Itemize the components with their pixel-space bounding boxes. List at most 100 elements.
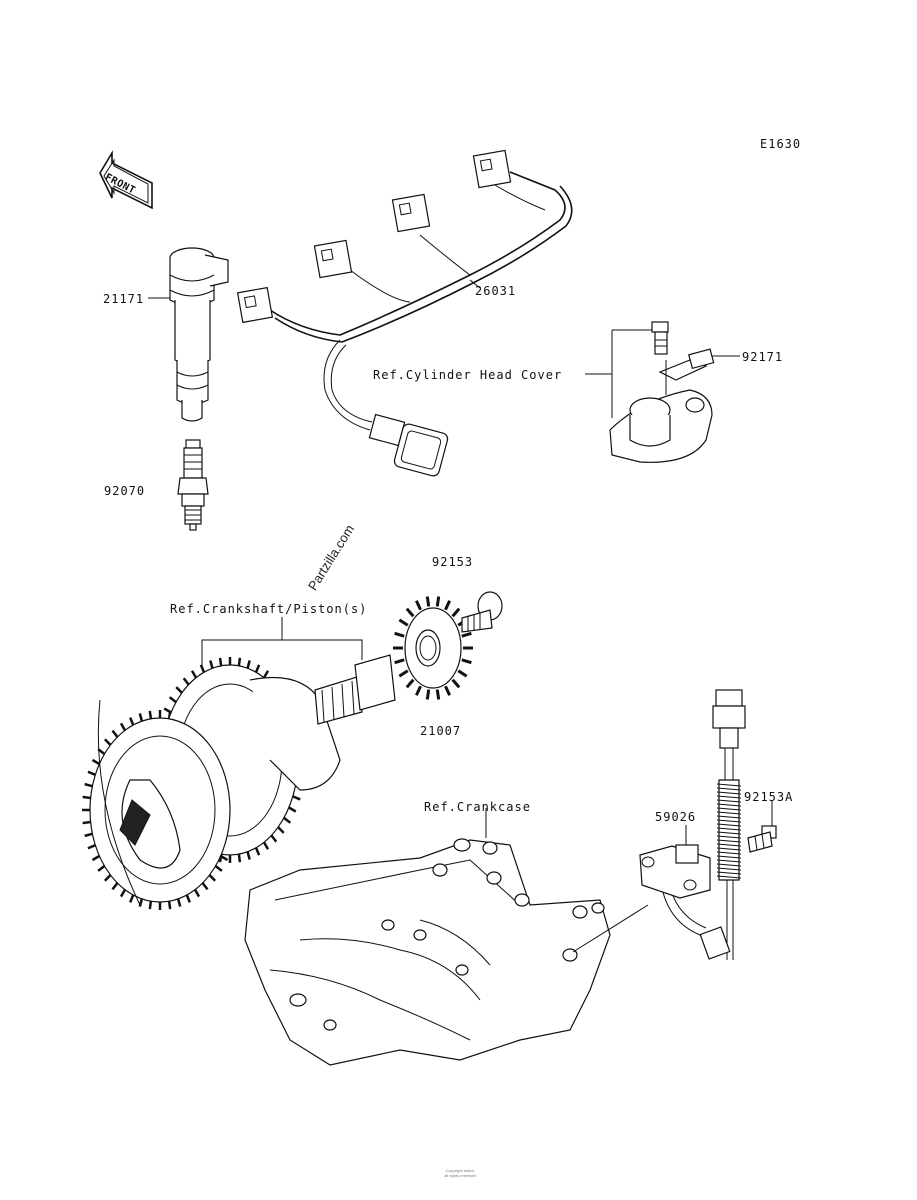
gear-tooth <box>167 901 172 910</box>
gear-tooth <box>214 865 223 872</box>
gear-tooth <box>87 770 96 776</box>
gear-tooth <box>277 826 285 834</box>
gear-tooth <box>103 738 112 746</box>
gear-tooth <box>175 686 183 694</box>
gear-tooth <box>444 600 451 611</box>
spring-coil-turn <box>716 827 742 831</box>
label-92153: 92153 <box>432 555 474 569</box>
gear-tooth <box>405 607 415 618</box>
spring-coil-turn <box>716 847 742 851</box>
gear-tooth <box>394 631 405 638</box>
gear-tooth <box>111 729 119 738</box>
label-59026: 59026 <box>655 810 697 824</box>
label-92171: 92171 <box>742 350 784 364</box>
gear-tooth <box>254 847 261 856</box>
gear-tooth <box>262 841 270 850</box>
spring-coil-turn <box>716 815 742 819</box>
gear-tooth <box>457 669 468 678</box>
spring-coil-turn <box>716 819 742 823</box>
spring-coil-turn <box>716 875 742 879</box>
gear-tooth <box>176 898 182 907</box>
spring-coil-turn <box>716 831 742 835</box>
gear-tooth <box>270 834 278 843</box>
gear-tooth <box>84 782 93 788</box>
spark-plug-drawing <box>177 439 209 531</box>
gear-tooth <box>237 854 242 863</box>
gear-tooth <box>82 795 91 800</box>
spring-coil-turn <box>716 787 742 791</box>
gear-tooth <box>415 600 422 611</box>
gear-tooth <box>451 607 461 618</box>
spring-coil-turn <box>716 867 742 871</box>
spring-coil-turn <box>716 791 742 795</box>
label-ref-crankcase: Ref.Crankcase <box>424 800 531 814</box>
gear-tooth <box>292 795 301 801</box>
gear-tooth <box>148 901 153 910</box>
gear-tooth <box>91 758 101 766</box>
pickup-coil-drawing <box>639 689 777 960</box>
timing-rotor-drawing <box>393 591 503 700</box>
gear-tooth <box>97 865 106 872</box>
gear-tooth <box>288 806 297 813</box>
gear-tooth <box>87 844 96 850</box>
gear-tooth <box>451 678 461 689</box>
gear-tooth <box>208 874 217 882</box>
spring-coil-turn <box>716 799 742 803</box>
gear-tooth <box>398 669 409 678</box>
footer-line-1: Copyright notice <box>445 1168 475 1173</box>
gear-tooth <box>168 696 177 704</box>
gear-tooth <box>246 660 251 669</box>
crankshaft-drawing <box>82 617 396 910</box>
gear-tooth <box>182 677 190 686</box>
front-arrow-icon <box>99 150 153 210</box>
spring-coil-turn <box>716 783 742 787</box>
gear-tooth <box>435 596 441 607</box>
gear-tooth <box>84 832 93 838</box>
label-26031: 26031 <box>475 284 517 298</box>
spring-coil-turn <box>716 839 742 843</box>
spring-coil-turn <box>716 871 742 875</box>
spring-coil-turn <box>716 835 742 839</box>
gear-tooth <box>219 854 229 862</box>
ignition-coil-drawing <box>148 247 229 422</box>
cylinder-head-cover-drawing <box>585 321 740 463</box>
gear-tooth <box>138 713 144 722</box>
spring-coil-turn <box>716 807 742 811</box>
footer: Copyright notice all rights reserved <box>350 1168 570 1178</box>
gear-tooth <box>254 664 261 673</box>
gear-tooth <box>435 689 441 700</box>
gear-tooth <box>209 660 214 669</box>
gear-tooth <box>185 894 192 903</box>
diagram-code: E1630 <box>760 137 802 151</box>
footer-line-2: all rights reserved <box>444 1173 476 1178</box>
spring-coil-turn <box>716 843 742 847</box>
gear-tooth <box>262 670 270 679</box>
gear-tooth <box>283 816 292 824</box>
gear-tooth <box>218 657 223 666</box>
gear-tooth <box>246 851 251 860</box>
gear-tooth <box>425 689 431 700</box>
label-ref-cylinder-head-cover: Ref.Cylinder Head Cover <box>373 368 563 382</box>
gear-tooth <box>111 882 119 891</box>
label-ref-crankshaft: Ref.Crankshaft/Piston(s) <box>170 602 368 616</box>
spring-coil-turn <box>716 811 742 815</box>
gear-tooth <box>199 664 206 673</box>
spring-coil-turn <box>716 855 742 859</box>
gear-tooth <box>394 658 405 665</box>
gear-tooth <box>138 898 144 907</box>
label-92153a: 92153A <box>744 790 794 804</box>
gear-tooth <box>425 596 431 607</box>
gear-tooth <box>128 717 135 726</box>
gear-tooth <box>82 820 91 825</box>
gear-tooth <box>461 658 472 665</box>
gear-tooth <box>405 678 415 689</box>
spring-coil-turn <box>716 795 742 799</box>
label-21007: 21007 <box>420 724 462 738</box>
label-21171: 21171 <box>103 292 145 306</box>
gear-tooth <box>201 882 209 891</box>
gear-tooth <box>444 685 451 696</box>
spring-coil-turn <box>716 803 742 807</box>
label-92070: 92070 <box>104 484 146 498</box>
